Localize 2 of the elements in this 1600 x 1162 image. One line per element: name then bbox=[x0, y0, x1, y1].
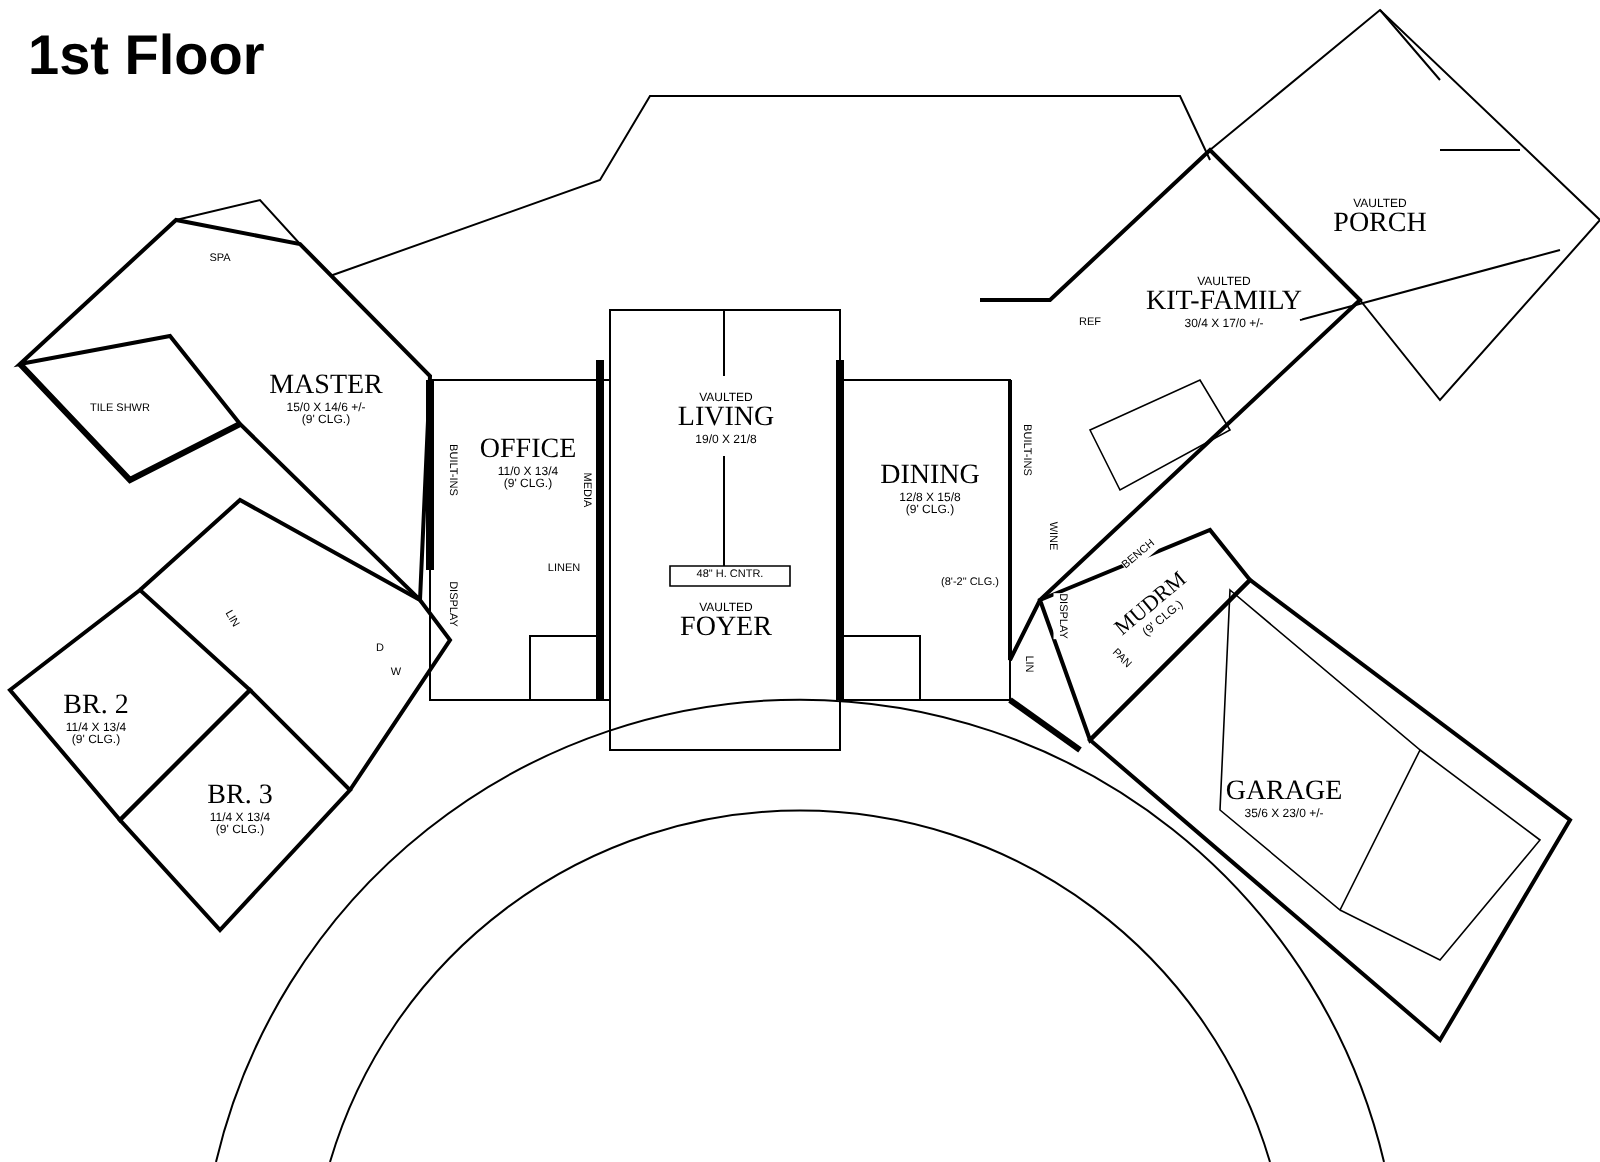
title: 1st Floor bbox=[28, 24, 265, 88]
room-name: KIT-FAMILY bbox=[1146, 289, 1302, 319]
